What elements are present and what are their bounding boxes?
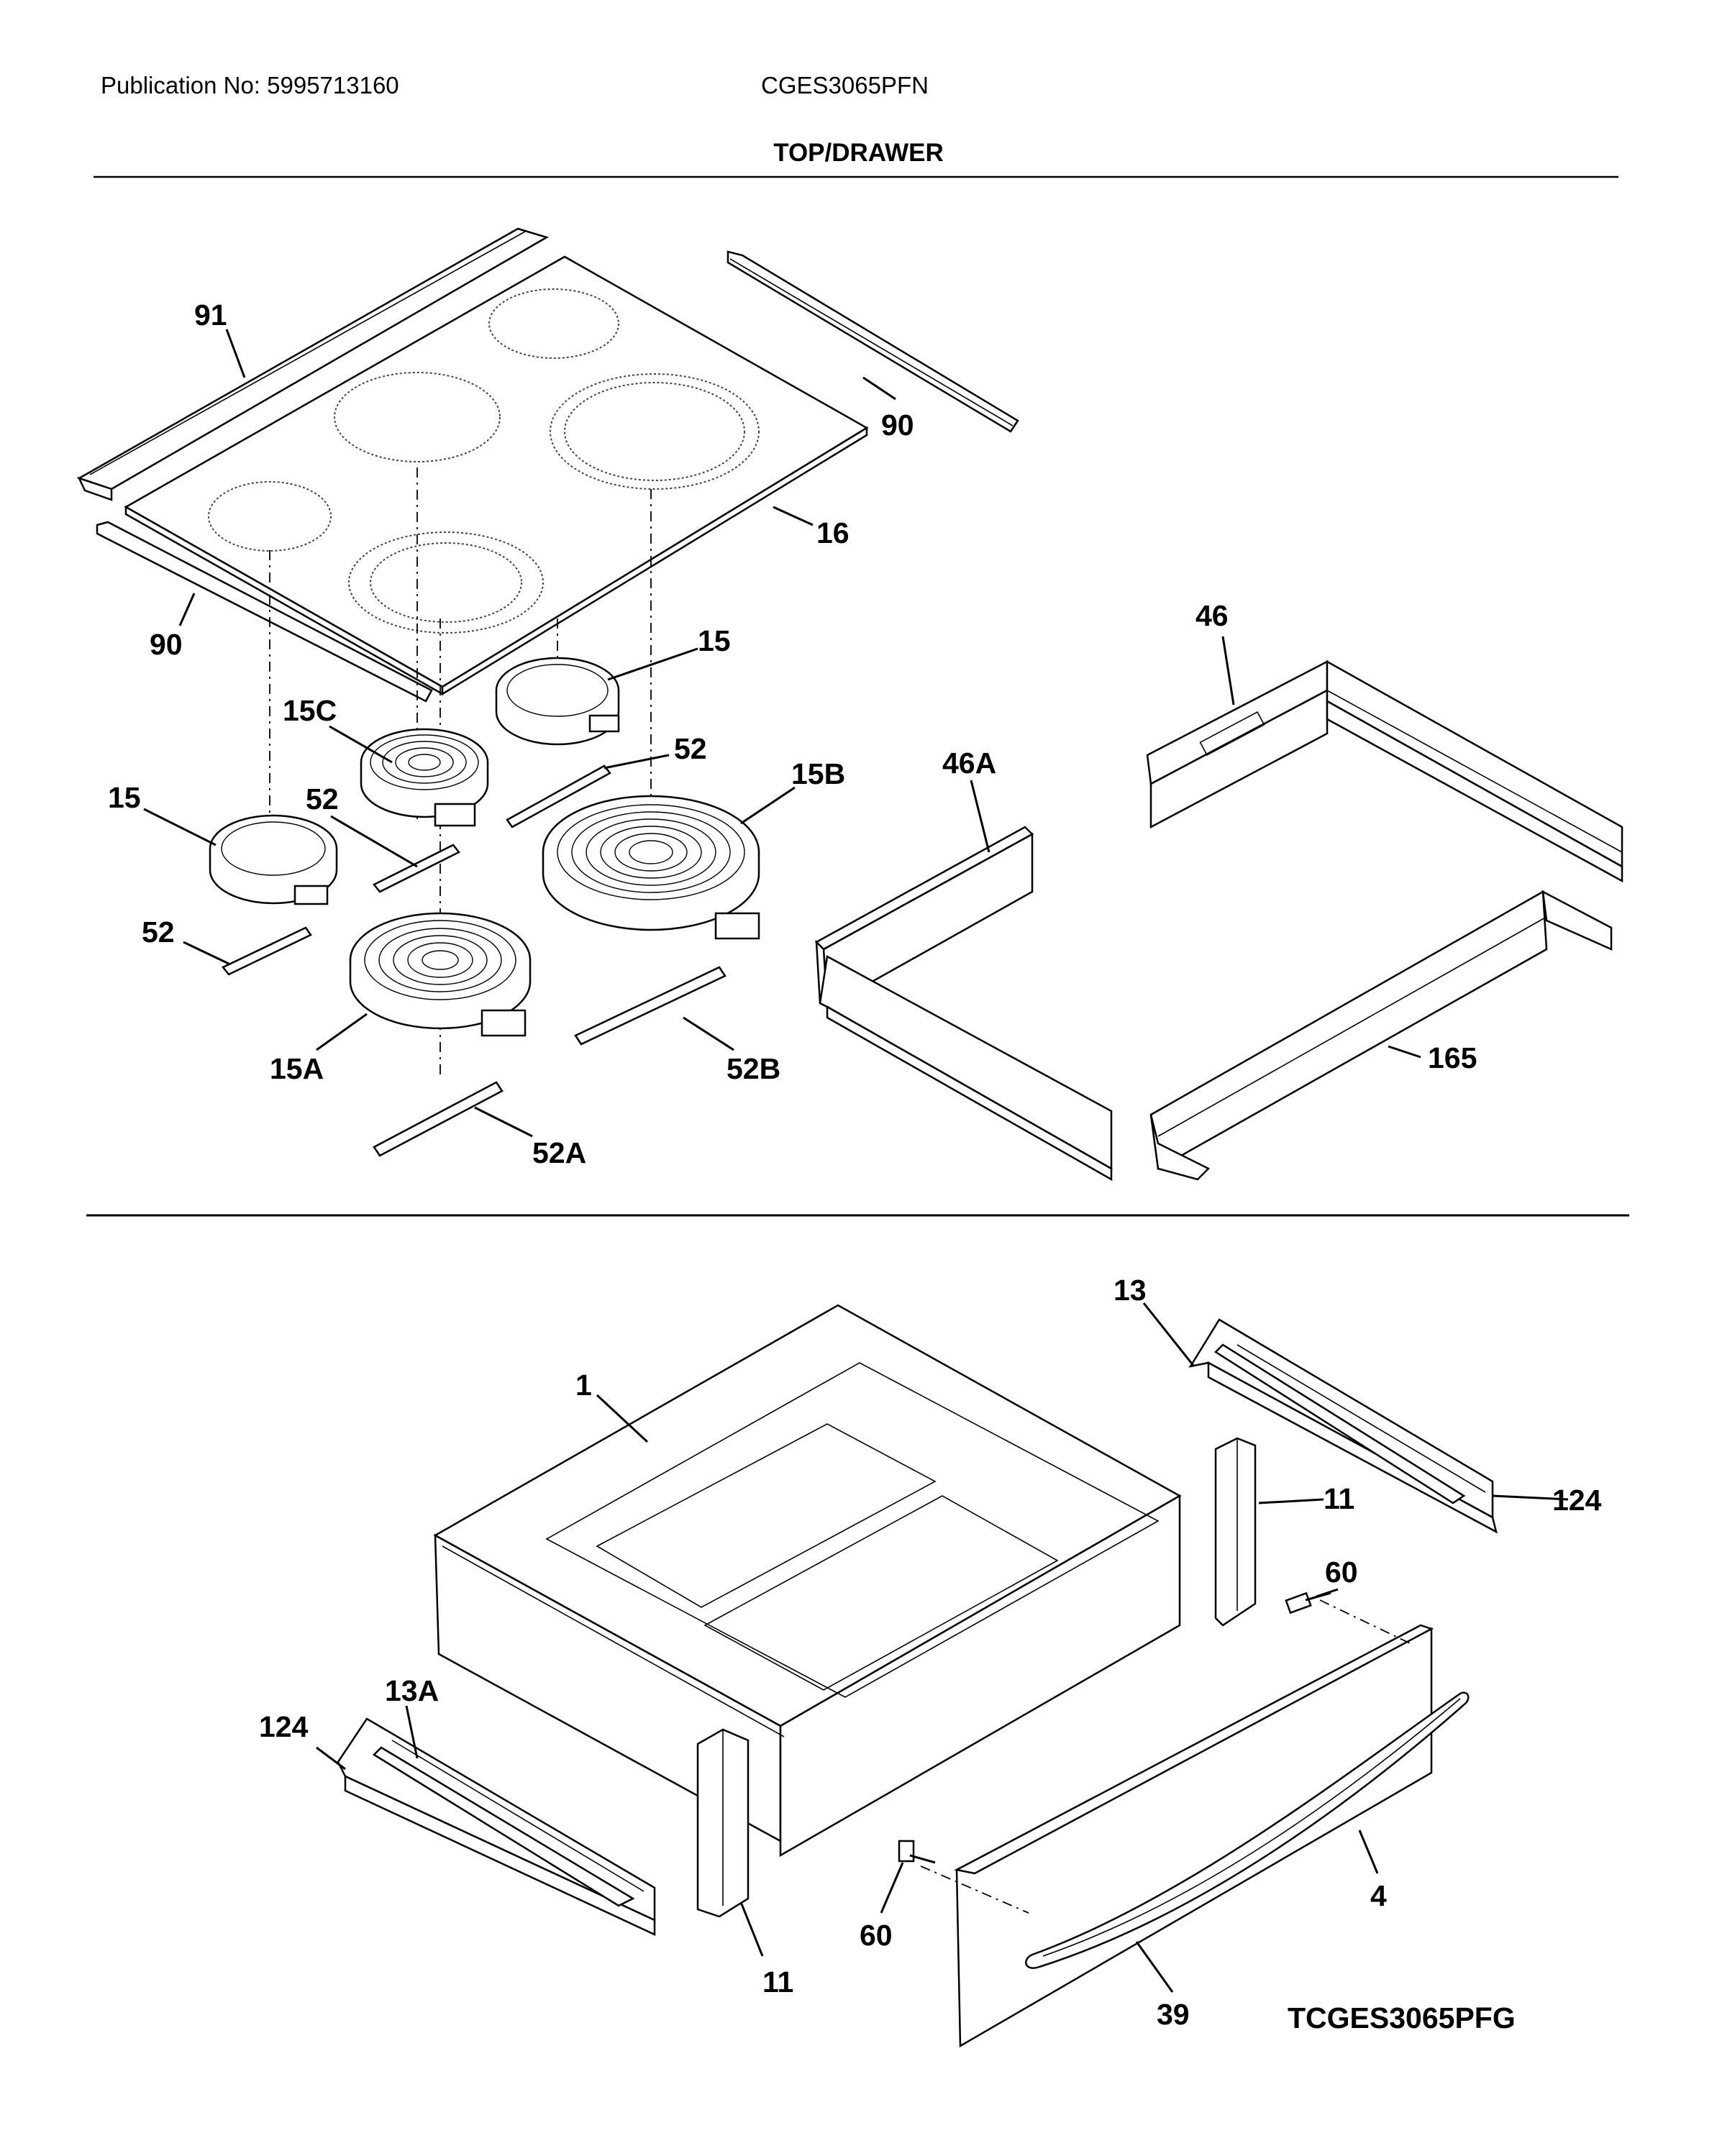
callout-52-middle: 52 bbox=[306, 782, 339, 816]
drawer-slide-13 bbox=[1188, 1318, 1498, 1534]
callout-52A: 52A bbox=[532, 1136, 586, 1169]
callout-60-lower: 60 bbox=[860, 1919, 893, 1952]
callout-52-upper: 52 bbox=[674, 732, 707, 765]
screw-60-upper bbox=[1285, 1591, 1331, 1614]
callout-39: 39 bbox=[1157, 1998, 1190, 2031]
rear-trim-91 bbox=[76, 227, 550, 501]
callout-52-lower: 52 bbox=[142, 915, 175, 949]
screw-60-lower bbox=[898, 1840, 936, 1864]
surface-element-15-rear bbox=[495, 657, 620, 746]
figure-code: TCGES3065PFG bbox=[1288, 2001, 1516, 2034]
callout-13: 13 bbox=[1113, 1274, 1147, 1307]
callout-165: 165 bbox=[1428, 1041, 1477, 1074]
front-frame-165 bbox=[1149, 890, 1613, 1181]
callout-15C: 15C bbox=[283, 694, 337, 727]
bracket-11-right bbox=[1214, 1437, 1257, 1627]
publication-number: Publication No: 5995713160 bbox=[101, 72, 399, 99]
drawer-slide-13A bbox=[337, 1717, 656, 1936]
callout-15B: 15B bbox=[791, 757, 845, 790]
callout-90-right: 90 bbox=[881, 408, 914, 442]
callout-11-right: 11 bbox=[1324, 1482, 1354, 1515]
surface-element-15C bbox=[360, 728, 489, 827]
surface-element-15A bbox=[349, 912, 532, 1037]
leader-lines bbox=[143, 329, 1569, 1993]
bracket-11-left bbox=[696, 1728, 750, 1918]
callout-15-rear: 15 bbox=[698, 624, 731, 657]
jumper-straps-52 bbox=[222, 764, 727, 1157]
callout-13A: 13A bbox=[385, 1674, 439, 1707]
surface-element-15-left bbox=[209, 814, 338, 905]
callout-4: 4 bbox=[1370, 1879, 1387, 1912]
rear-frame-46 bbox=[1146, 659, 1623, 883]
glass-cooktop-16 bbox=[124, 255, 869, 696]
callout-46A: 46A bbox=[942, 746, 996, 780]
callout-91: 91 bbox=[194, 298, 227, 332]
callout-90-left: 90 bbox=[150, 628, 183, 661]
drawer-body-1 bbox=[433, 1304, 1182, 1858]
side-frame-46A bbox=[814, 826, 1113, 1182]
drawer-handle-39 bbox=[1025, 1691, 1470, 1969]
model-number: CGES3065PFN bbox=[761, 72, 929, 99]
callout-124-right: 124 bbox=[1552, 1484, 1602, 1517]
callout-16: 16 bbox=[816, 516, 850, 549]
callout-46: 46 bbox=[1195, 599, 1229, 632]
callout-15-left: 15 bbox=[108, 781, 141, 814]
side-trim-90-right bbox=[727, 250, 1019, 433]
side-trim-90-left bbox=[96, 521, 433, 703]
callout-15A: 15A bbox=[270, 1052, 324, 1085]
surface-element-15B bbox=[542, 795, 760, 940]
section-title: TOP/DRAWER bbox=[773, 139, 944, 167]
callout-124-left: 124 bbox=[259, 1710, 309, 1743]
callout-1: 1 bbox=[575, 1369, 592, 1402]
callout-60-upper: 60 bbox=[1325, 1556, 1358, 1589]
callout-11-left: 11 bbox=[762, 1965, 793, 1999]
callout-52B: 52B bbox=[727, 1052, 780, 1085]
